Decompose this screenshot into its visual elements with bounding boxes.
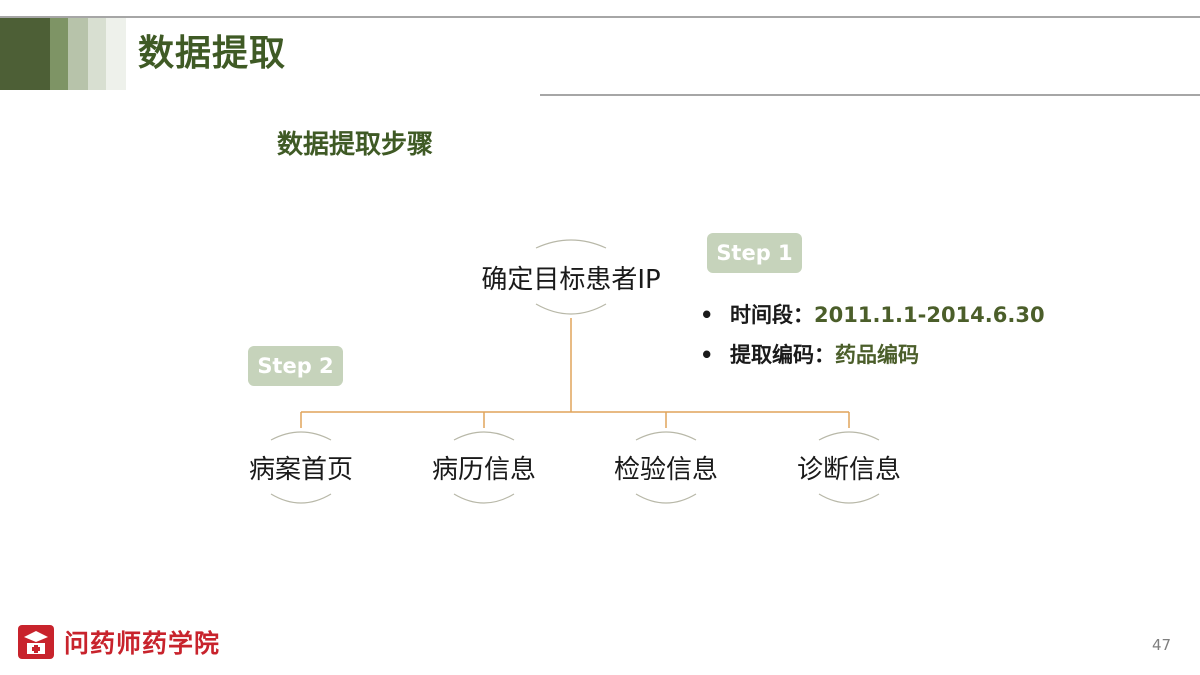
title-underline xyxy=(540,94,1200,96)
node-arcs xyxy=(270,239,880,504)
step-1-tag: Step 1 xyxy=(707,233,802,273)
bullet-list: • 时间段：2011.1.1-2014.6.30 • 提取编码：药品编码 xyxy=(700,300,1045,380)
bullet-item: • 时间段：2011.1.1-2014.6.30 xyxy=(700,300,1045,340)
child-node-label: 病历信息 xyxy=(431,455,537,485)
stripe xyxy=(50,18,68,90)
bullet-item: • 提取编码：药品编码 xyxy=(700,340,1045,380)
child-arc-top xyxy=(270,431,332,441)
bullet-dot: • xyxy=(700,343,714,367)
top-rule xyxy=(0,16,1200,18)
bullet-dot: • xyxy=(700,303,714,327)
child-arc-bottom xyxy=(453,493,515,504)
root-arc-top xyxy=(535,239,607,249)
bullet-label: 时间段： xyxy=(730,303,814,327)
child-node-label: 病案首页 xyxy=(248,455,354,485)
bullet-value: 药品编码 xyxy=(835,343,919,367)
brand-logo: 问药师药学院 xyxy=(16,623,220,661)
child-arc-top xyxy=(635,431,697,441)
stripe xyxy=(68,18,88,90)
child-arc-bottom xyxy=(818,493,880,504)
root-node-label: 确定目标患者IP xyxy=(481,265,661,295)
bullet-label: 提取编码： xyxy=(730,343,835,367)
stripe xyxy=(106,18,126,90)
child-arc-top xyxy=(453,431,515,441)
page-number: 47 xyxy=(1152,636,1172,654)
child-arc-bottom xyxy=(635,493,697,504)
pharmacist-logo-icon xyxy=(18,625,54,659)
stripe xyxy=(88,18,106,90)
child-arc-top xyxy=(818,431,880,441)
child-node-label: 检验信息 xyxy=(613,455,719,485)
step-2-tag: Step 2 xyxy=(248,346,343,386)
brand-name: 问药师药学院 xyxy=(64,629,221,658)
child-arc-bottom xyxy=(270,493,332,504)
stripe xyxy=(0,18,50,90)
page-title: 数据提取 xyxy=(138,33,287,74)
bullet-value: 2011.1.1-2014.6.30 xyxy=(814,303,1045,327)
child-node-label: 诊断信息 xyxy=(796,455,902,485)
root-arc-bottom xyxy=(535,303,607,315)
section-subtitle: 数据提取步骤 xyxy=(277,130,434,160)
connector-lines xyxy=(300,318,850,428)
title-stripes xyxy=(0,18,126,90)
